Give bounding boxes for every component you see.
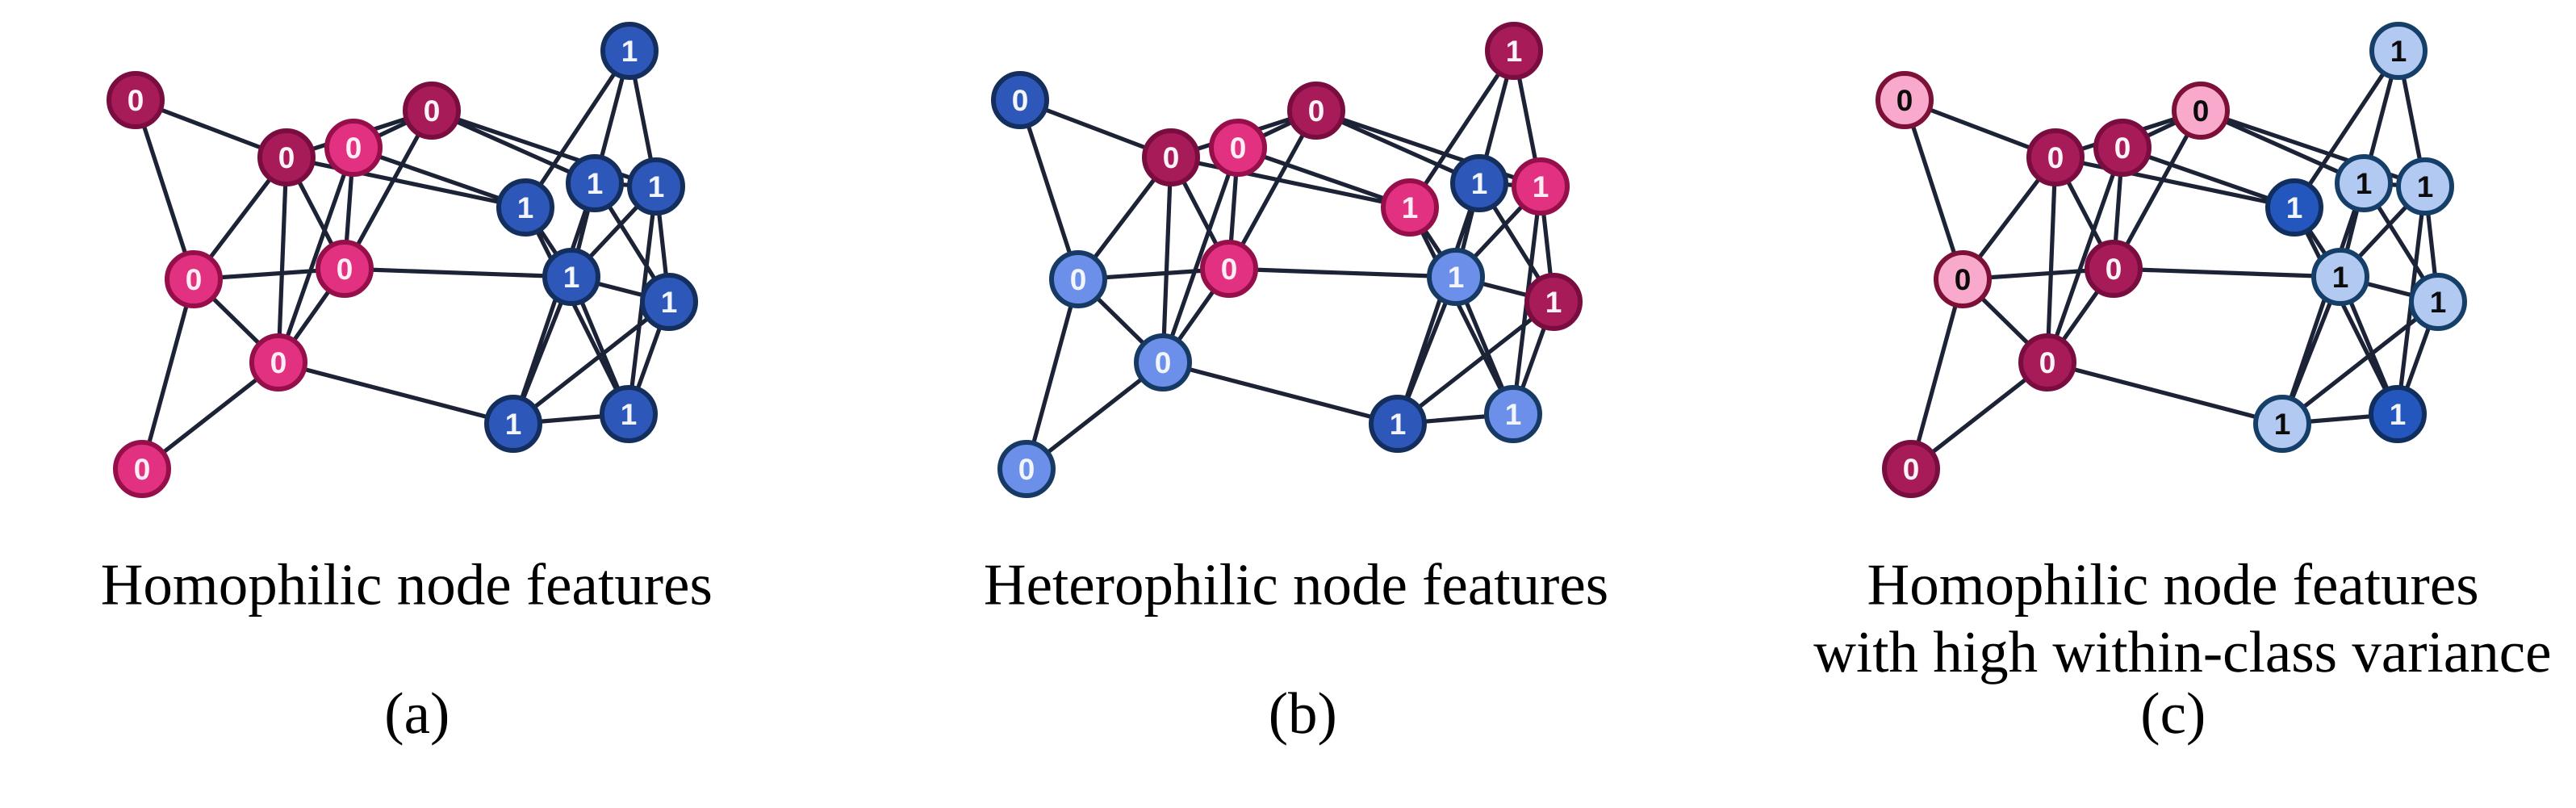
svg-text:0: 0 bbox=[134, 453, 151, 486]
svg-text:1: 1 bbox=[621, 35, 638, 68]
svg-text:1: 1 bbox=[517, 191, 534, 224]
svg-text:0: 0 bbox=[424, 94, 441, 128]
svg-text:1: 1 bbox=[563, 261, 580, 294]
svg-text:1: 1 bbox=[1402, 191, 1419, 224]
svg-text:1: 1 bbox=[1505, 398, 1522, 431]
svg-text:1: 1 bbox=[2417, 170, 2434, 203]
svg-text:0: 0 bbox=[1955, 263, 1972, 296]
svg-text:0: 0 bbox=[1230, 132, 1247, 165]
svg-text:0: 0 bbox=[270, 346, 287, 379]
svg-text:0: 0 bbox=[1012, 84, 1029, 117]
svg-text:0: 0 bbox=[2106, 253, 2122, 286]
svg-text:Homophilic node features: Homophilic node features bbox=[1867, 552, 2479, 618]
svg-text:Homophilic node features: Homophilic node features bbox=[101, 552, 713, 618]
svg-text:0: 0 bbox=[128, 84, 144, 117]
svg-text:0: 0 bbox=[1155, 346, 1172, 379]
svg-text:(b): (b) bbox=[1269, 680, 1337, 746]
svg-text:0: 0 bbox=[1896, 84, 1913, 117]
svg-text:1: 1 bbox=[2356, 167, 2373, 200]
svg-text:0: 0 bbox=[1903, 453, 1920, 486]
svg-text:1: 1 bbox=[661, 286, 678, 319]
svg-text:0: 0 bbox=[2039, 346, 2056, 379]
svg-text:1: 1 bbox=[1390, 408, 1407, 441]
svg-text:1: 1 bbox=[1533, 170, 1549, 203]
svg-text:0: 0 bbox=[2047, 141, 2064, 174]
svg-text:Heterophilic node features: Heterophilic node features bbox=[984, 552, 1608, 618]
svg-text:1: 1 bbox=[2274, 408, 2291, 441]
svg-text:1: 1 bbox=[1506, 35, 1523, 68]
svg-text:1: 1 bbox=[648, 170, 665, 203]
svg-text:0: 0 bbox=[1163, 141, 1180, 174]
svg-text:0: 0 bbox=[186, 263, 203, 296]
svg-text:1: 1 bbox=[2332, 261, 2349, 294]
svg-text:(c): (c) bbox=[2140, 680, 2206, 746]
svg-text:1: 1 bbox=[2390, 35, 2407, 68]
svg-text:1: 1 bbox=[1471, 167, 1488, 200]
svg-text:1: 1 bbox=[621, 398, 638, 431]
svg-text:0: 0 bbox=[1308, 94, 1325, 128]
svg-text:1: 1 bbox=[2390, 398, 2407, 431]
svg-text:0: 0 bbox=[1070, 263, 1087, 296]
svg-text:0: 0 bbox=[337, 253, 353, 286]
svg-text:1: 1 bbox=[1448, 261, 1465, 294]
svg-text:with high within-class varianc: with high within-class variance bbox=[1813, 619, 2551, 684]
svg-text:0: 0 bbox=[1018, 453, 1035, 486]
svg-text:0: 0 bbox=[1221, 253, 1238, 286]
svg-text:1: 1 bbox=[505, 408, 522, 441]
svg-text:0: 0 bbox=[278, 141, 295, 174]
svg-text:0: 0 bbox=[2114, 132, 2131, 165]
svg-text:0: 0 bbox=[2193, 94, 2210, 128]
svg-text:1: 1 bbox=[587, 167, 604, 200]
svg-text:0: 0 bbox=[345, 132, 362, 165]
svg-text:1: 1 bbox=[2286, 191, 2303, 224]
svg-text:1: 1 bbox=[1545, 286, 1562, 319]
svg-text:1: 1 bbox=[2430, 286, 2447, 319]
svg-text:(a): (a) bbox=[384, 680, 450, 746]
